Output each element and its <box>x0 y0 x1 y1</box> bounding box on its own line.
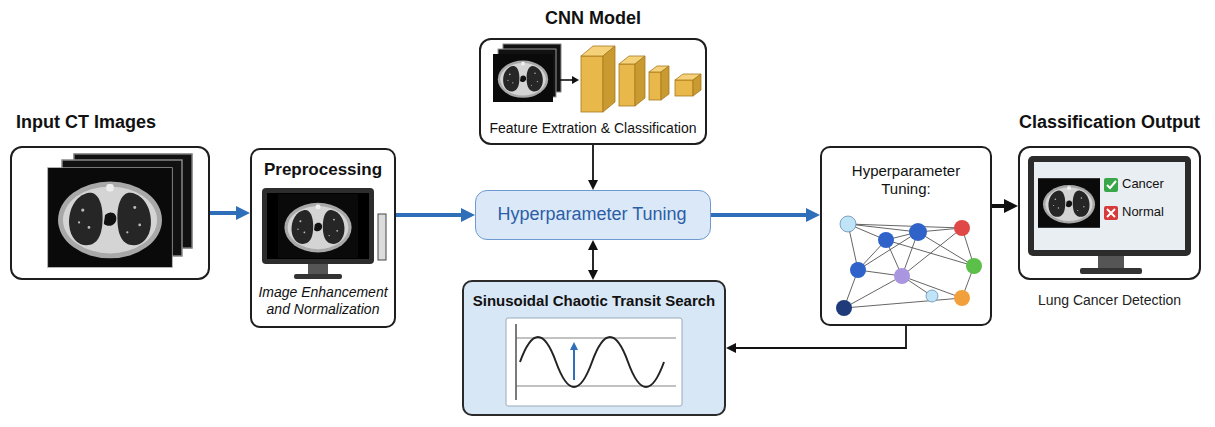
drawing-part <box>909 223 927 241</box>
drawing-part <box>850 262 866 278</box>
drawing-part <box>844 298 962 308</box>
drawing-part <box>894 268 910 284</box>
drawing-part <box>661 66 669 100</box>
drawing-part <box>581 56 603 112</box>
drawing-part <box>966 258 982 274</box>
drawing-part <box>1104 178 1118 192</box>
flow-arrow <box>396 213 461 217</box>
drawing-part <box>48 168 172 267</box>
text-slot: CNN Model <box>481 8 705 30</box>
result-monitor-illustration <box>1020 148 1199 278</box>
drawing-part <box>649 72 661 100</box>
heading-text: Classification Output <box>998 112 1215 134</box>
drawing-part <box>603 46 615 112</box>
model-box: CNN ModelFeature Extration & Classificat… <box>479 38 707 145</box>
heading-text: Preprocessing <box>256 160 390 180</box>
class-label: Normal <box>1122 204 1186 220</box>
input-panel: Input CT Images <box>10 146 210 280</box>
class-label: Cancer <box>1122 176 1186 192</box>
drawing-part <box>493 54 553 102</box>
drawing-part <box>693 74 701 96</box>
drawing-part <box>635 56 645 106</box>
drawing-part <box>844 276 902 308</box>
drawing-part <box>918 232 974 266</box>
drawing-part <box>954 220 970 236</box>
tuning-panel: Hyperparameter Tuning: <box>820 146 992 326</box>
drawing-part <box>619 64 635 106</box>
text-slot: Lung Cancer Detection <box>1008 292 1211 309</box>
drawing-part <box>573 349 575 380</box>
drawing-part <box>294 274 342 279</box>
drawing-part <box>516 386 676 387</box>
drawing-part <box>1038 178 1100 228</box>
drawing-part <box>1104 206 1118 220</box>
link-arrow <box>592 250 594 270</box>
drawing-part <box>308 264 328 274</box>
drawing-part <box>840 216 856 232</box>
body-text: Image Enhancement and Normalization <box>256 284 390 318</box>
drawing-part <box>836 300 852 316</box>
output-arrow <box>992 204 1004 208</box>
heading-text: CNN Model <box>481 8 705 30</box>
drawing-part <box>844 224 974 308</box>
drawing-part <box>262 188 374 264</box>
drawing-part <box>378 214 386 260</box>
drawing-part <box>1107 181 1116 188</box>
body-text: Feature Extration & Classification <box>485 120 701 137</box>
drawing-part <box>557 79 572 81</box>
text-slot: Input CT Images <box>16 112 216 134</box>
text-slot: Hyperparameter Tuning <box>482 204 702 226</box>
drawing-part <box>1080 268 1142 274</box>
flow-arrow <box>711 213 806 217</box>
text-slot: Hyperparameter Tuning: <box>830 162 982 198</box>
text-slot: Preprocessing <box>256 160 390 180</box>
text-slot: Feature Extration & Classification <box>485 120 701 137</box>
monitor-illustration <box>252 184 394 282</box>
optimizer-box: Sinusoidal Chaotic Transit Search <box>462 280 726 416</box>
drawing-part <box>858 232 918 270</box>
ct-stack-illustration <box>12 148 208 278</box>
drawing-part <box>1107 209 1115 217</box>
drawing-part <box>878 232 894 248</box>
drawing-part <box>570 342 578 350</box>
text-slot: Cancer <box>1122 176 1186 192</box>
drawing-part <box>954 290 970 306</box>
drawing-part <box>267 193 369 259</box>
drawing-part <box>1034 162 1185 250</box>
output-panel: Classification OutputCancerNormalLung Ca… <box>1018 146 1201 280</box>
drawing-part <box>1028 156 1191 256</box>
drawing-part <box>515 324 516 400</box>
drawing-part <box>848 224 962 228</box>
link-arrow <box>592 145 594 180</box>
text-slot: Sinusoidal Chaotic Transit Search <box>468 292 720 310</box>
process-box: PreprocessingImage Enhancement and Norma… <box>250 148 396 328</box>
heading-text: Input CT Images <box>16 112 216 134</box>
cnn-illustration <box>481 40 705 118</box>
text-slot: Normal <box>1122 204 1186 220</box>
drawing-part <box>278 194 358 258</box>
drawing-part <box>520 337 664 387</box>
caption-text: Lung Cancer Detection <box>1008 292 1211 309</box>
heading-text: Hyperparameter Tuning: <box>830 162 982 198</box>
drawing-part <box>1098 256 1124 268</box>
process-label: Hyperparameter Tuning <box>482 204 702 226</box>
tuning-box: Hyperparameter Tuning <box>475 190 711 240</box>
text-slot: Classification Output <box>998 112 1215 134</box>
drawing-part <box>572 76 579 84</box>
drawing-part <box>48 168 172 267</box>
drawing-part <box>675 80 693 96</box>
feedback-arrow <box>736 326 906 348</box>
drawing-part <box>506 318 682 406</box>
drawing-part <box>926 290 938 302</box>
flow-arrow <box>210 211 236 215</box>
text-slot: Image Enhancement and Normalization <box>256 284 390 318</box>
heading-text: Sinusoidal Chaotic Transit Search <box>468 292 720 310</box>
